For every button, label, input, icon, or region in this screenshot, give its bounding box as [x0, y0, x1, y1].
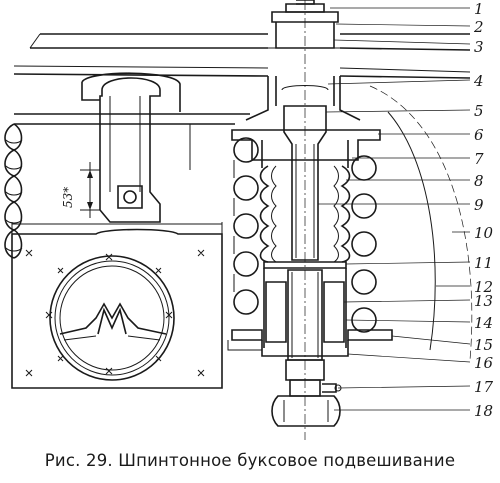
wheel-arc	[369, 85, 473, 361]
axle-box-cover	[11, 222, 223, 389]
leader-lines	[318, 7, 471, 411]
callout-14: 14	[474, 314, 493, 332]
callout-17: 17	[474, 378, 494, 396]
callout-11: 11	[474, 254, 493, 272]
callout-4: 4	[473, 72, 484, 90]
callout-numbers: 1 2 3 4 5 6 7 8 9 10 11 12 13 14 15 16 1…	[473, 0, 494, 420]
leaf-spring-left	[4, 123, 23, 259]
axle-box-hanger	[81, 72, 181, 223]
callout-6: 6	[474, 126, 484, 144]
frame-lower	[14, 113, 250, 170]
coil-spring-right	[351, 155, 377, 333]
callout-2: 2	[473, 18, 484, 36]
callout-9: 9	[474, 196, 484, 214]
callout-7: 7	[474, 150, 484, 168]
callout-3: 3	[474, 38, 484, 56]
suspension-drawing: 53*	[4, 0, 494, 440]
callout-13: 13	[474, 292, 493, 310]
coil-spring-left	[233, 137, 259, 315]
guide-bushing	[263, 261, 347, 361]
callout-16: 16	[474, 354, 494, 372]
rubber-bellows	[259, 165, 351, 263]
callout-10: 10	[474, 224, 494, 242]
frame-beam	[13, 33, 471, 79]
lower-spring-seat	[227, 329, 393, 357]
emblem	[59, 302, 167, 341]
dimension-53: 53*	[61, 162, 100, 218]
frame-bushing	[245, 76, 361, 121]
dimension-label: 53*	[61, 187, 75, 208]
callout-12: 12	[474, 278, 493, 296]
upper-spring-seat	[231, 129, 381, 168]
pin-bottom	[271, 359, 342, 427]
callout-18: 18	[474, 402, 493, 420]
figure-caption: Рис. 29. Шпинтонное буксовое подвешивани…	[44, 451, 456, 470]
callout-15: 15	[474, 336, 493, 354]
centre-pin	[283, 105, 327, 261]
callout-8: 8	[474, 172, 484, 190]
callout-1: 1	[474, 0, 484, 18]
pin-top	[268, 0, 340, 49]
callout-5: 5	[474, 102, 484, 120]
